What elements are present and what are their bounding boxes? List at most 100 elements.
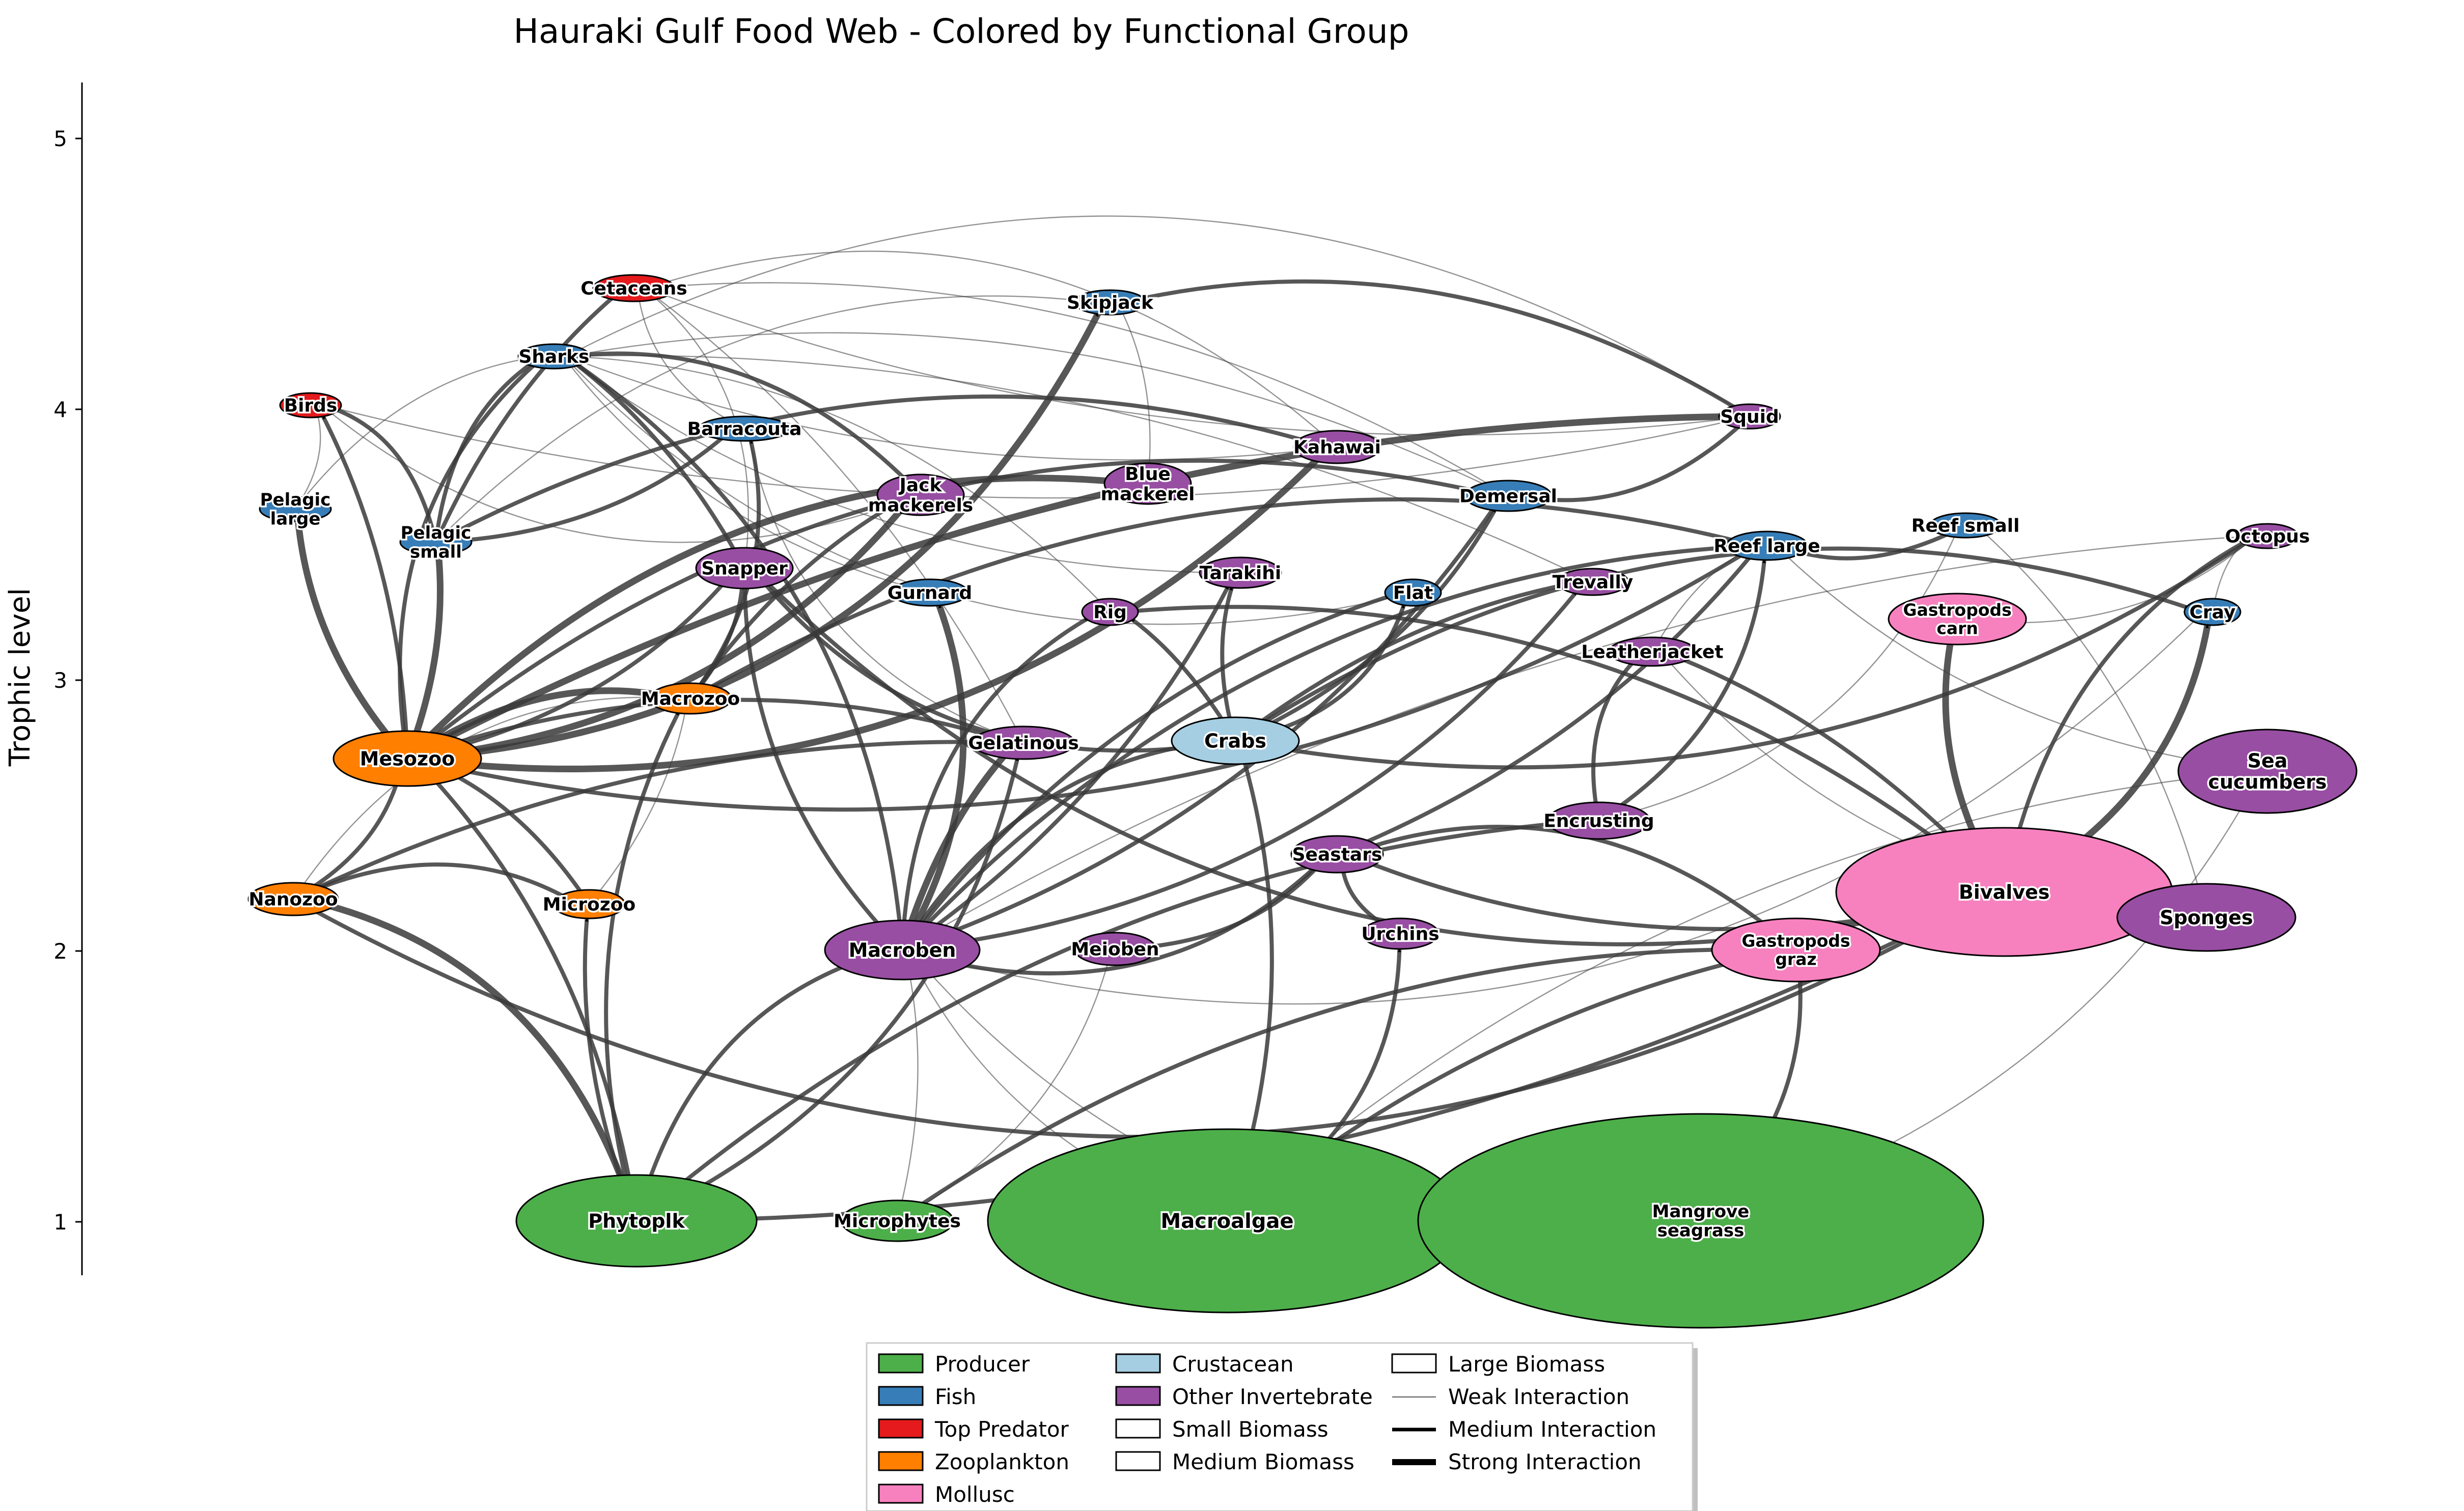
y-tick-label: 4 [53, 397, 67, 422]
node-leatherjacket[interactable]: Leatherjacket [1580, 636, 1725, 667]
node-crabs[interactable]: Crabs [1171, 716, 1300, 765]
node-microzoo[interactable]: Microzoo [541, 889, 638, 919]
legend-item-mollusc: Mollusc [878, 1482, 1015, 1507]
legend-swatch [878, 1418, 924, 1439]
legend-item-weak-interaction: Weak Interaction [1392, 1384, 1629, 1409]
node-label: Nanozoo [248, 889, 338, 910]
node-label: Skipjack [1067, 293, 1154, 314]
edge-squid-to-birds [335, 407, 1751, 499]
node-microphytes[interactable]: Microphytes [832, 1199, 962, 1242]
legend-swatch [1391, 1353, 1437, 1374]
node-snapper[interactable]: Snapper [695, 547, 794, 590]
edge-gurnard-to-sharks [570, 365, 931, 594]
legend-item-zooplankton: Zooplankton [878, 1449, 1069, 1474]
edge-squid-to-skipjack [1132, 279, 1752, 418]
legend-swatch [878, 1353, 924, 1374]
node-ellipse [1718, 403, 1781, 430]
node-rig[interactable]: Rig [1081, 598, 1139, 626]
legend-swatch [1115, 1353, 1161, 1374]
legend-label: Strong Interaction [1448, 1449, 1642, 1474]
node-encrusting[interactable]: Encrusting [1542, 801, 1656, 840]
node-gurnard[interactable]: Gurnard [885, 578, 974, 607]
node-bivalves[interactable]: Bivalves [1835, 827, 2173, 957]
edge-leatherjacket-to-reef-large [1651, 551, 1745, 653]
node-ellipse [552, 889, 626, 919]
edge-phytoplk-to-macrozoo [604, 710, 681, 1223]
edge-mesozoo-to-birds [321, 414, 409, 761]
node-squid[interactable]: Squid [1718, 403, 1781, 430]
node-label: Trevally [1553, 572, 1634, 593]
node-label: Demersal [1459, 486, 1557, 507]
node-macroalgae[interactable]: Macroalgae [987, 1128, 1468, 1313]
node-birds[interactable]: Birds [279, 392, 342, 418]
node-reef-small[interactable]: Reef small [1909, 512, 2022, 539]
node-phytoplk[interactable]: Phytoplk [515, 1174, 758, 1268]
edge-snapper-to-cetaceans [653, 296, 749, 569]
legend-swatch [878, 1386, 924, 1406]
node-skipjack[interactable]: Skipjack [1065, 289, 1155, 316]
edge-mesozoo-to-pelagic-large [295, 518, 411, 762]
chart-title: Hauraki Gulf Food Web - Colored by Funct… [513, 12, 1409, 51]
edge-mesozoo-to-pelagic-small [404, 551, 444, 762]
edge-mesozoo-to-reef-large [405, 551, 1748, 812]
node-flat[interactable]: Flat [1384, 578, 1442, 607]
legend-item-medium-biomass: Medium Biomass [1115, 1449, 1354, 1474]
node-macroben[interactable]: Macroben [824, 919, 981, 981]
node-ellipse [517, 343, 591, 370]
node-ellipse [399, 529, 473, 555]
node-sharks[interactable]: Sharks [517, 343, 591, 370]
legend-label: Zooplankton [935, 1449, 1069, 1474]
node-ellipse [695, 547, 794, 590]
node-ellipse [259, 496, 332, 522]
node-label: Urchins [1361, 924, 1439, 945]
node-label: Octopus [2225, 526, 2310, 547]
edge-encrusting-to-leatherjacket [1591, 659, 1636, 823]
node-barracouta[interactable]: Barracouta [685, 415, 804, 442]
edge-macroalgae-to-sea-cucumbers [1226, 772, 2243, 1222]
node-kahawai[interactable]: Kahawai [1291, 430, 1383, 464]
node-meioben[interactable]: Meioben [1069, 932, 1161, 966]
node-label: Crabs [1204, 730, 1266, 752]
node-trevally[interactable]: Trevally [1551, 568, 1635, 596]
node-nanozoo[interactable]: Nanozoo [247, 882, 340, 916]
legend-frame [866, 1342, 1694, 1511]
legend-label: Top Predator [934, 1417, 1069, 1442]
node-cray[interactable]: Cray [2183, 598, 2241, 626]
node-urchins[interactable]: Urchins [1360, 917, 1441, 950]
node-seastars[interactable]: Seastars [1290, 835, 1384, 874]
node-ellipse [1290, 835, 1384, 874]
edge-kahawai-to-sharks [577, 360, 1338, 461]
node-gelatinous[interactable]: Gelatinous [966, 725, 1081, 760]
node-tarakihi[interactable]: Tarakihi [1198, 556, 1283, 589]
node-octopus[interactable]: Octopus [2223, 523, 2312, 549]
node-demersal[interactable]: Demersal [1457, 480, 1559, 512]
node-ellipse [1293, 430, 1381, 464]
node-mesozoo[interactable]: Mesozoo [333, 730, 482, 787]
node-label: Macroben [849, 939, 956, 961]
node-ellipse [840, 1199, 954, 1242]
node-ellipse [824, 919, 981, 981]
node-label: Leatherjacket [1581, 642, 1723, 663]
node-label: Sharks [519, 347, 590, 368]
edge-macroben-to-crabs [900, 740, 1212, 952]
edge-squid-to-demersal [1531, 414, 1752, 502]
node-macrozoo[interactable]: Macrozoo [639, 682, 742, 715]
legend-label: Medium Biomass [1172, 1449, 1354, 1474]
node-label: Microphytes [834, 1211, 961, 1232]
node-sponges[interactable]: Sponges [2116, 883, 2296, 952]
node-reef-large[interactable]: Reef large [1712, 530, 1822, 561]
node-ellipse [649, 682, 732, 715]
node-ellipse [972, 725, 1075, 760]
node-cetaceans[interactable]: Cetaceans [579, 274, 689, 302]
